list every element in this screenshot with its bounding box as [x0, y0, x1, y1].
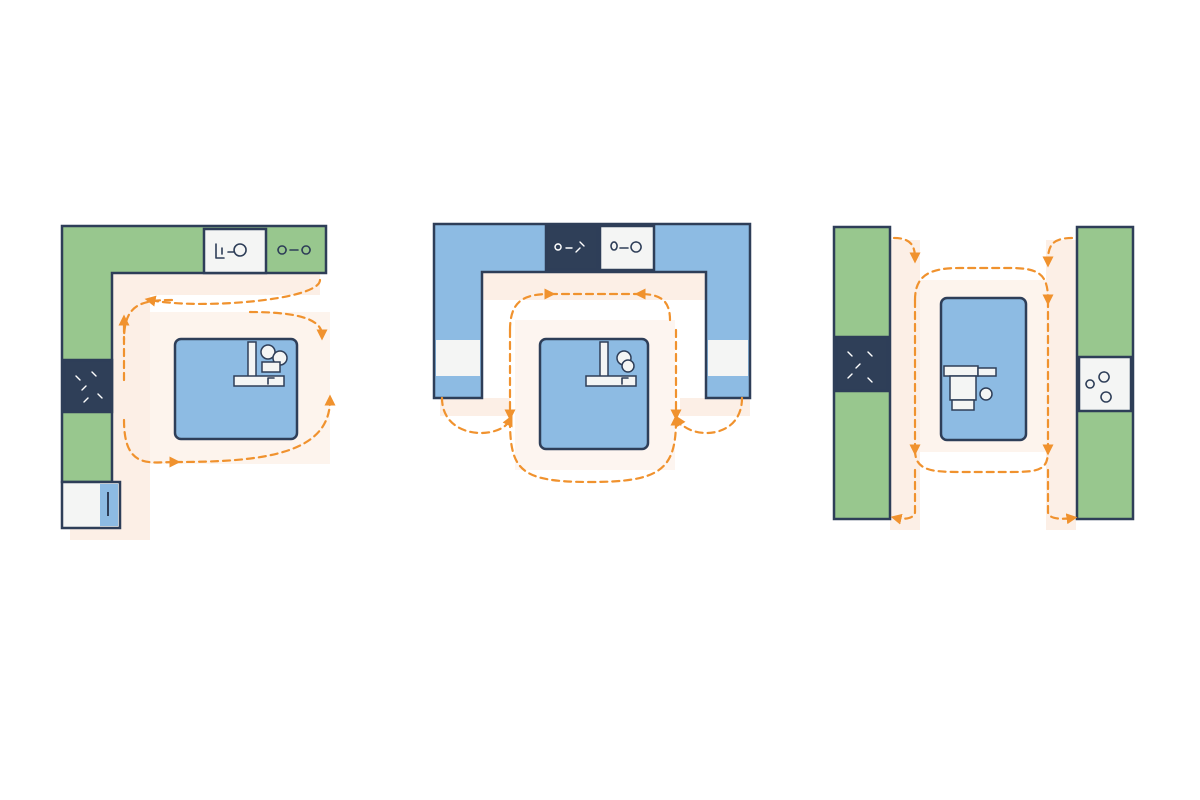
workflow-path: [440, 396, 513, 435]
galley-layout: [832, 225, 1135, 530]
island: [538, 337, 650, 451]
workflow-path: [144, 278, 322, 307]
workflow-path: [1046, 468, 1078, 525]
cabinet-left: [436, 340, 480, 376]
stovetop-icon: [834, 335, 890, 393]
u-counter: [432, 222, 752, 400]
cooktop-icon: [62, 358, 114, 414]
floor-shadow: [680, 398, 750, 416]
l-shape-layout: [60, 224, 336, 540]
floor-shadow: [70, 270, 320, 540]
workflow-path: [1042, 236, 1074, 268]
floor-shadow: [480, 272, 705, 300]
island-cooktop-icon: [943, 365, 997, 411]
workflow-path: [173, 394, 336, 464]
workflow-path: [508, 414, 682, 484]
sink-icon: [1077, 355, 1133, 413]
island-sink-icon: [585, 341, 637, 387]
refrigerator-icon: [60, 480, 122, 530]
workflow-path: [508, 288, 556, 332]
floor-shadow: [440, 398, 510, 416]
stovetop-icon: [202, 227, 268, 275]
floor-shadow: [1046, 240, 1076, 530]
workflow-path: [890, 468, 917, 525]
workflow-path: [913, 448, 1050, 474]
u-shape-layout: [432, 222, 752, 484]
workflow-path: [913, 266, 1054, 306]
workflow-path: [892, 236, 921, 264]
island-sink-icon: [233, 341, 288, 387]
sink-icon: [598, 224, 656, 272]
workflow-path: [248, 310, 328, 341]
workflow-path: [634, 288, 672, 322]
stovetop-icon: [544, 224, 600, 272]
sink-icon: [277, 245, 311, 255]
workflow-path: [122, 418, 181, 468]
workflow-path: [675, 396, 744, 434]
cabinet-right: [708, 340, 748, 376]
